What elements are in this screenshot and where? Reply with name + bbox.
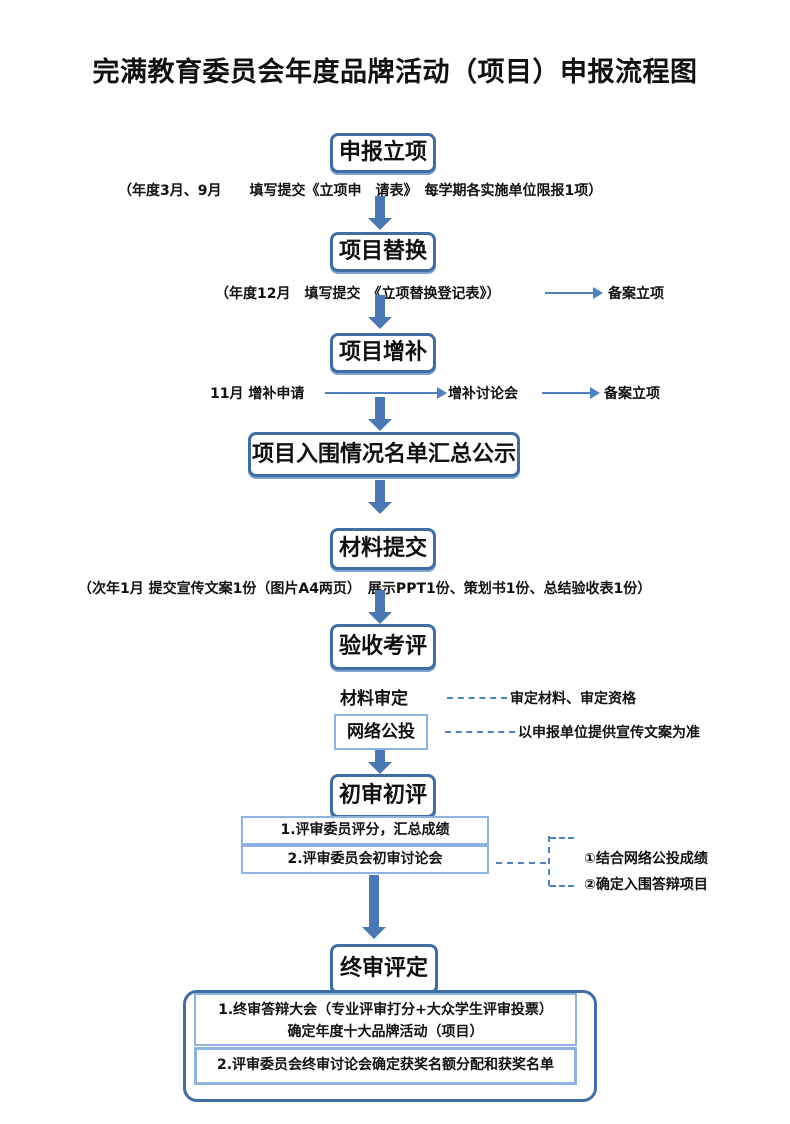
final-item-1: 1.终审答辩大会（专业评审打分+大众学生评审投票） 确定年度十大品牌活动（项目） <box>194 993 577 1046</box>
final-review-frame <box>183 990 597 1102</box>
arrow-line <box>542 392 592 394</box>
step-preliminary-box: 初审初评 <box>330 774 436 818</box>
step-shortlist-label: 项目入围情况名单汇总公示 <box>251 442 516 467</box>
step-shortlist-box: 项目入围情况名单汇总公示 <box>248 432 520 477</box>
step-acceptance-box: 验收考评 <box>330 624 436 670</box>
dashed-connector <box>447 697 507 699</box>
online-vote-box: 网络公投 <box>334 714 428 750</box>
preliminary-item-2-label: 2.评审委员会初审讨论会 <box>287 851 443 867</box>
preliminary-note-1: ①结合网络公投成绩 <box>584 851 708 867</box>
arrow-down-icon <box>368 397 392 431</box>
preliminary-item-2: 2.评审委员会初审讨论会 <box>241 845 489 874</box>
step-supplement-label: 项目增补 <box>338 340 427 365</box>
preliminary-note-2: ②确定入围答辩项目 <box>584 877 708 893</box>
step-final-label: 终审评定 <box>339 956 428 981</box>
step-replace-result: 备案立项 <box>608 286 664 302</box>
step-apply-label: 申报立项 <box>338 140 427 165</box>
arrow-right-icon <box>590 387 600 399</box>
dashed-connector <box>550 837 574 839</box>
dashed-bracket <box>548 836 550 886</box>
arrow-line <box>545 292 595 294</box>
step-supplement-note: 11月 增补申请 <box>210 386 305 402</box>
step-replace-box: 项目替换 <box>330 232 436 272</box>
online-vote-desc: 以申报单位提供宣传文案为准 <box>518 725 700 741</box>
review-materials-label: 材料审定 <box>340 689 408 709</box>
online-vote-label: 网络公投 <box>347 722 415 742</box>
arrow-right-icon <box>593 287 603 299</box>
arrow-down-icon <box>362 875 386 941</box>
dashed-connector <box>550 885 574 887</box>
final-item-2-label: 2.评审委员会终审讨论会确定获奖名额分配和获奖名单 <box>216 1057 555 1073</box>
step-preliminary-label: 初审初评 <box>338 783 427 808</box>
step-materials-note: （次年1月 提交宣传文案1份（图片A4两页） 展示PPT1份、策划书1份、总结验… <box>78 581 652 597</box>
step-supplement-middle: 增补讨论会 <box>448 386 518 402</box>
preliminary-item-1: 1.评审委员评分，汇总成绩 <box>241 816 489 845</box>
step-replace-note: （年度12月 填写提交 《立项替换登记表》） <box>215 286 501 302</box>
final-item-2: 2.评审委员会终审讨论会确定获奖名额分配和获奖名单 <box>194 1047 577 1085</box>
dashed-connector <box>496 862 546 864</box>
arrow-down-icon <box>368 590 392 624</box>
step-acceptance-label: 验收考评 <box>338 634 427 659</box>
step-materials-label: 材料提交 <box>338 536 427 561</box>
step-final-box: 终审评定 <box>330 944 438 994</box>
arrow-down-icon <box>368 295 392 329</box>
step-apply-box: 申报立项 <box>330 133 436 173</box>
arrow-right-icon <box>437 387 447 399</box>
step-materials-box: 材料提交 <box>330 528 436 570</box>
arrow-down-icon <box>368 750 392 774</box>
step-replace-label: 项目替换 <box>338 239 427 264</box>
step-supplement-result: 备案立项 <box>604 386 660 402</box>
arrow-down-icon <box>368 480 392 514</box>
arrow-down-icon <box>368 196 392 230</box>
final-item-1-line-1: 1.终审答辩大会（专业评审打分+大众学生评审投票） <box>218 1002 553 1018</box>
preliminary-item-1-label: 1.评审委员评分，汇总成绩 <box>280 822 450 838</box>
step-apply-note: （年度3月、9月 填写提交《立项申 请表》 每学期各实施单位限报1项） <box>118 183 603 199</box>
step-supplement-box: 项目增补 <box>330 333 436 373</box>
arrow-line <box>325 392 440 394</box>
review-materials-desc: 审定材料、审定资格 <box>510 691 636 707</box>
page-title: 完满教育委员会年度品牌活动（项目）申报流程图 <box>92 57 698 88</box>
dashed-connector <box>445 731 515 733</box>
final-item-1-line-2: 确定年度十大品牌活动（项目） <box>287 1024 484 1040</box>
